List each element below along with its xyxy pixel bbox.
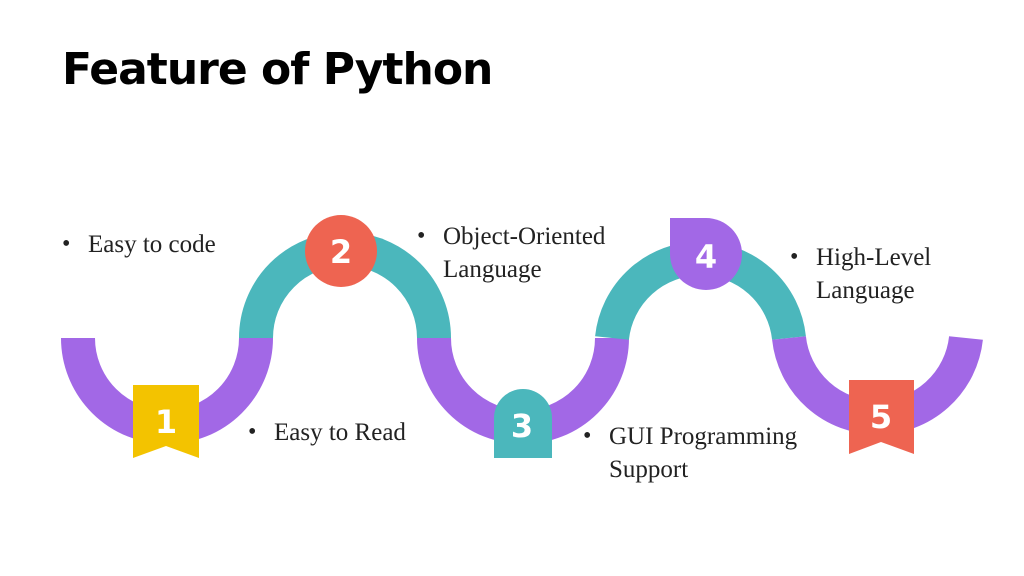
feature-5-text: High-Level Language [790,241,970,307]
feature-2-label: Easy to Read [248,416,448,449]
feature-3-text: Object-Oriented Language [417,220,657,286]
badge-3-tab [494,389,552,458]
badge-1-number: 1 [155,403,177,441]
badge-2-number: 2 [330,233,352,271]
feature-4-text: GUI Programming Support [583,420,853,486]
badge-1-banner [133,385,199,458]
badge-2-circle [305,215,377,287]
page-title: Feature of Python [62,44,493,95]
feature-5-label: High-Level Language [790,241,970,307]
badge-4-number: 4 [695,238,717,276]
badge-5-pennant [849,380,914,454]
feature-3-label: Object-Oriented Language [417,220,657,286]
badge-5-number: 5 [870,398,892,436]
feature-1-text: Easy to code [62,228,252,261]
feature-2-text: Easy to Read [248,416,448,449]
feature-1-label: Easy to code [62,228,252,261]
badge-3-number: 3 [511,407,533,445]
badge-4-leaf [670,218,742,290]
feature-4-label: GUI Programming Support [583,420,853,486]
